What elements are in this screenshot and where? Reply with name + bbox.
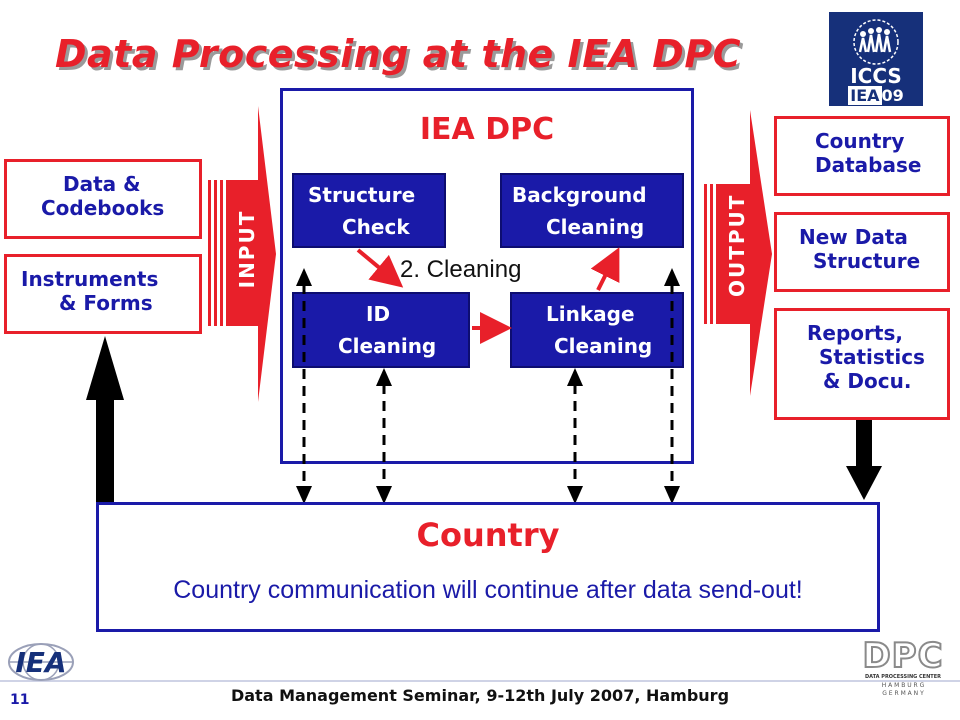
footer-divider <box>0 680 960 682</box>
box-line: Cleaning <box>546 215 645 239</box>
input-data-codebooks: Data & Codebooks <box>4 159 202 239</box>
dpc-logo-icon: DPC <box>861 635 944 677</box>
box-line: ID <box>366 302 391 326</box>
iccs-logo-text: ICCS <box>850 64 902 88</box>
box-line: Linkage <box>546 302 635 326</box>
country-subtitle: Country communication will continue afte… <box>173 576 803 604</box>
output-label: OUTPUT <box>725 193 749 297</box>
input-line: & Forms <box>59 291 153 315</box>
linkage-cleaning-box: Linkage Cleaning <box>510 292 684 368</box>
output-line: New Data <box>799 225 908 249</box>
input-arrow-icon <box>208 106 276 402</box>
id-cleaning-box: ID Cleaning <box>292 292 470 368</box>
dpc-logo-country: G E R M A N Y <box>882 690 924 697</box>
output-line: Statistics <box>819 345 925 369</box>
input-line: Data & <box>63 172 141 196</box>
output-line: Reports, <box>807 321 903 345</box>
output-line: & Docu. <box>823 369 912 393</box>
box-line: Background <box>512 183 647 207</box>
country-title: Country <box>416 516 560 554</box>
dpc-title: IEA DPC <box>419 112 555 147</box>
output-line: Structure <box>813 249 921 273</box>
dpc-logo-sub: DATA PROCESSING CENTER <box>865 674 941 680</box>
footer-text: Data Management Seminar, 9-12th July 200… <box>230 686 730 705</box>
input-line: Codebooks <box>41 196 165 220</box>
iccs-logo-icon <box>853 19 899 65</box>
output-country-database: Country Database <box>774 116 950 196</box>
iccs-logo-year: 09 <box>881 86 904 105</box>
background-cleaning-box: Background Cleaning <box>500 173 684 248</box>
country-frame <box>96 502 880 632</box>
cleaning-step-label: 2. Cleaning <box>400 256 522 283</box>
input-label: INPUT <box>235 209 259 289</box>
input-instruments-forms: Instruments & Forms <box>4 254 202 334</box>
output-new-data-structure: New Data Structure <box>774 212 950 292</box>
output-line: Country <box>815 129 905 153</box>
box-line: Cleaning <box>554 334 653 358</box>
dpc-logo-city: H A M B U R G <box>881 682 925 689</box>
structure-check-box: Structure Check <box>292 173 446 248</box>
output-reports: Reports, Statistics & Docu. <box>774 308 950 420</box>
box-line: Structure <box>308 183 416 207</box>
iccs-logo-iea: IEA <box>848 86 882 105</box>
iea-logo-icon <box>8 643 74 681</box>
dpc-frame <box>280 88 694 464</box>
dpc-logo: DPC DATA PROCESSING CENTER H A M B U R G… <box>858 635 948 700</box>
iea-logo-text: IEA <box>15 646 67 679</box>
up-arrow-icon <box>86 336 124 502</box>
box-line: Check <box>342 215 410 239</box>
page-number: 11 <box>10 692 30 708</box>
output-arrow-icon <box>704 110 772 396</box>
input-line: Instruments <box>21 267 159 291</box>
output-line: Database <box>815 153 922 177</box>
iea-logo: IEA <box>6 640 76 688</box>
box-line: Cleaning <box>338 334 437 358</box>
down-arrow-icon <box>846 420 882 500</box>
slide-title: Data Processing at the IEA DPC <box>55 32 742 76</box>
